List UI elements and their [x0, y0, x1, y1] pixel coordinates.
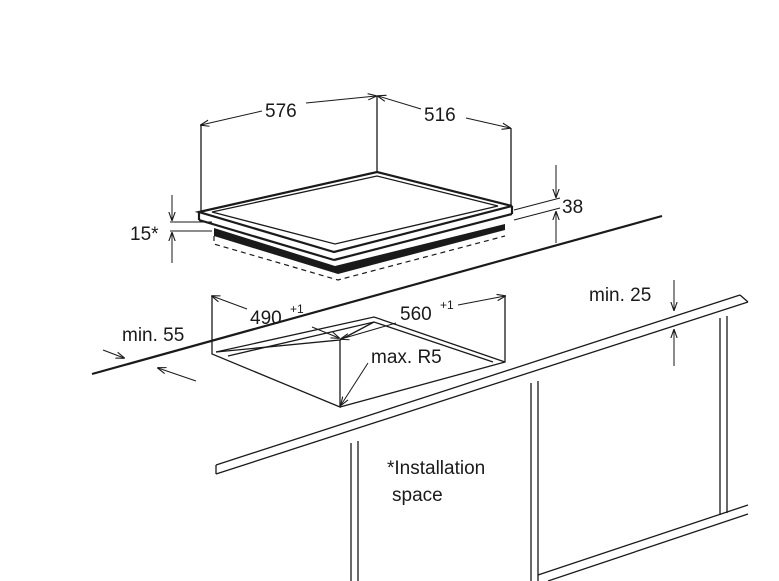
dim-width: 576 — [201, 96, 376, 125]
hob-appliance — [194, 96, 514, 281]
dim-cutout-width: 560 +1 — [341, 296, 505, 339]
dim-cutout-width-tolerance: +1 — [440, 298, 454, 312]
dim-front-gap-label: min. 55 — [122, 325, 184, 346]
hob-underside — [214, 224, 505, 274]
dim-corner-radius: max. R5 — [341, 347, 442, 405]
note-line-1: *Installation — [387, 458, 485, 479]
dim-wall-gap: min. 25 — [589, 280, 674, 366]
dim-width-label: 576 — [265, 101, 297, 122]
dim-installation-depth: 15* — [130, 195, 212, 263]
dim-wall-gap-label: min. 25 — [589, 285, 651, 306]
worktop-front-top-edge — [215, 294, 741, 466]
installation-note: *Installation space — [387, 458, 485, 506]
dim-front-gap: min. 55 — [102, 325, 197, 382]
worktop-front-bottom-edge — [215, 301, 749, 475]
dim-thickness: 38 — [513, 165, 583, 243]
worktop-back-edge — [91, 214, 663, 376]
note-line-2: space — [392, 485, 443, 506]
dim-thickness-label: 38 — [562, 197, 583, 218]
dim-cutout-depth-tolerance: +1 — [290, 302, 304, 316]
dim-cutout-width-label: 560 — [400, 304, 432, 325]
dim-depth-label: 516 — [424, 105, 456, 126]
dim-cutout-depth-label: 490 — [250, 308, 282, 329]
worktop — [91, 214, 749, 475]
dim-installation-depth-label: 15* — [130, 224, 159, 245]
dim-depth: 516 — [378, 96, 510, 128]
hob-top-inner — [211, 175, 499, 245]
dim-cutout-depth: 490 +1 — [212, 296, 339, 338]
cabinet — [350, 316, 749, 581]
dim-corner-radius-label: max. R5 — [371, 347, 442, 368]
